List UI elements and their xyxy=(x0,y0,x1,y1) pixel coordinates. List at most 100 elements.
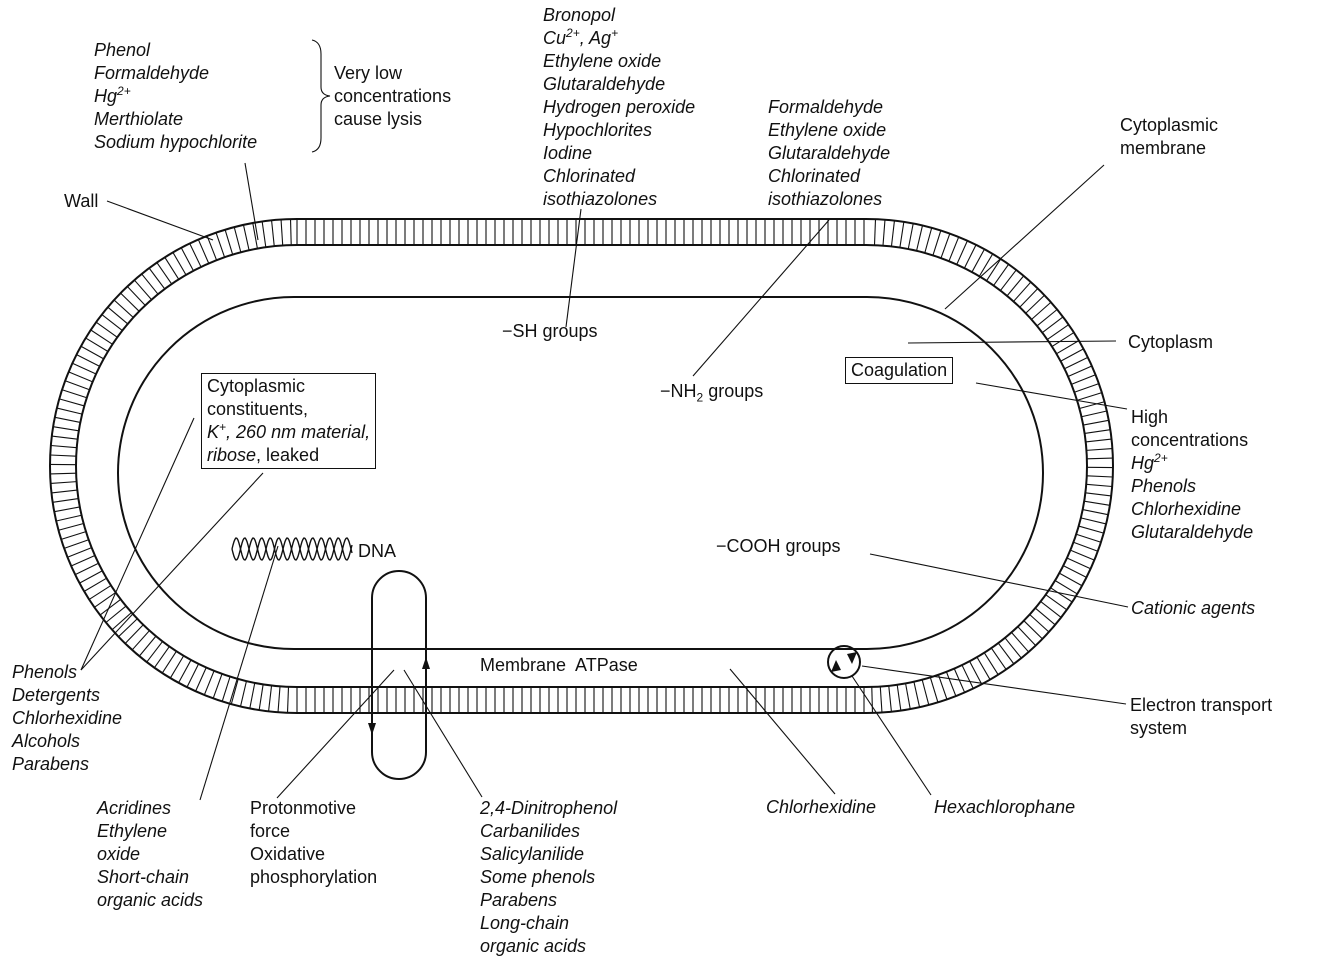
wall-hatch-tick xyxy=(1061,349,1084,361)
agent-item: Alcohols xyxy=(12,730,122,753)
wall-hatch-tick xyxy=(925,228,932,253)
wall-hatch-tick xyxy=(51,446,77,448)
agent-item: Iodine xyxy=(543,142,695,165)
wall-hatch-tick xyxy=(970,661,982,684)
potassium-symbol: K xyxy=(207,422,219,442)
wall-hatch-tick xyxy=(1086,484,1112,486)
wall-hatch-tick xyxy=(1086,439,1112,442)
acridines-agent-list: Acridines Ethylene oxide Short-chain org… xyxy=(97,797,203,912)
wall-hatch-tick xyxy=(80,571,103,583)
agent-mercury: Hg2+ xyxy=(1131,452,1253,475)
agent-item: isothiazolones xyxy=(768,188,890,211)
wall-hatch-tick xyxy=(906,683,911,709)
wall-hatch-tick xyxy=(962,665,973,688)
agent-bronopol: Bronopol xyxy=(543,4,695,27)
agent-item: Detergents xyxy=(12,684,122,707)
nh2-groups-label: −NH2 groups xyxy=(660,380,763,410)
wall-label: Wall xyxy=(64,190,98,213)
wall-hatch-tick xyxy=(874,219,875,245)
wall-hatch-tick xyxy=(262,221,266,247)
groups-text: groups xyxy=(703,381,763,401)
wall-hatch-tick xyxy=(253,223,258,249)
wall-hatch-tick xyxy=(225,230,233,255)
wall-hatch-tick xyxy=(84,578,106,591)
wall-hatch-tick xyxy=(56,515,81,521)
wall-hatch-tick xyxy=(964,245,976,268)
wall-hatch-tick xyxy=(1087,476,1113,477)
wall-hatch-tick xyxy=(196,668,207,692)
wall-hatch-tick xyxy=(222,677,230,702)
wall-hatch-tick xyxy=(75,563,98,574)
label-line: K+, 260 nm material, xyxy=(207,421,370,444)
label-line: Cytoplasmic xyxy=(1120,114,1218,137)
wall-hatch-tick xyxy=(1070,550,1094,560)
hexachlorophane-label: Hexachlorophane xyxy=(934,796,1075,819)
electron-transport-circle xyxy=(828,646,860,678)
material-text: , 260 nm material, xyxy=(226,422,370,442)
wall-hatch-tick xyxy=(53,427,79,431)
arrow-down-icon xyxy=(368,723,376,735)
label-line: concentrations xyxy=(1131,429,1253,452)
wall-hatch-tick xyxy=(165,257,179,279)
agent-item: Formaldehyde xyxy=(768,96,890,119)
wall-hatch-tick xyxy=(54,507,80,512)
wall-hatch-tick xyxy=(241,681,247,706)
wall-hatch-tick xyxy=(231,679,238,704)
agent-sodium-hypochlorite: Sodium hypochlorite xyxy=(94,131,257,154)
wall-hatch-tick xyxy=(1063,566,1086,578)
cytoplasm-label: Cytoplasm xyxy=(1128,331,1213,354)
agent-item: Chlorinated xyxy=(543,165,695,188)
label-line: force xyxy=(250,820,377,843)
agent-copper-silver: Cu2+, Ag+ xyxy=(543,27,695,50)
wall-hatch-tick xyxy=(72,363,96,374)
wall-hatch-tick xyxy=(243,225,249,250)
label-line: system xyxy=(1130,717,1272,740)
wall-hatch-tick xyxy=(71,555,95,566)
arrow-up-icon xyxy=(422,657,430,669)
wall-hatch-tick xyxy=(288,687,289,713)
lysis-effect-line: concentrations xyxy=(334,85,451,108)
agent-item: organic acids xyxy=(97,889,203,912)
dna-label: DNA xyxy=(358,540,396,563)
wall-hatch-tick xyxy=(50,455,76,456)
agent-phenol: Phenol xyxy=(94,39,257,62)
wall-hatch-tick xyxy=(173,252,186,274)
wall-hatch-tick xyxy=(281,220,283,246)
wall-hatch-tick xyxy=(81,346,104,359)
wall-hatch-tick xyxy=(1068,366,1092,377)
label-line: High xyxy=(1131,406,1253,429)
wall-hatch-tick xyxy=(946,672,955,696)
agent-item: isothiazolones xyxy=(543,188,695,211)
lysis-agent-list: Phenol Formaldehyde Hg2+ Merthiolate Sod… xyxy=(94,39,257,154)
wall-hatch-tick xyxy=(259,684,263,710)
wall-hatch-tick xyxy=(170,656,183,678)
agent-formaldehyde: Formaldehyde xyxy=(94,62,257,85)
wall-hatch-tick xyxy=(57,408,82,414)
agent-item: Glutaraldehyde xyxy=(1131,521,1253,544)
wall-hatch-tick xyxy=(272,220,275,246)
electron-transport-label: Electron transport system xyxy=(1130,694,1272,740)
lysis-effect-line: cause lysis xyxy=(334,108,451,131)
label-line: Cytoplasmic xyxy=(207,375,370,398)
potassium-charge: + xyxy=(219,420,226,434)
lysis-effect-label: Very low concentrations cause lysis xyxy=(334,62,451,131)
wall-hatch-tick xyxy=(53,499,79,503)
wall-hatch-tick xyxy=(930,677,938,702)
label-line: Electron transport xyxy=(1130,694,1272,717)
wall-hatch-tick xyxy=(67,548,91,558)
agent-item: oxide xyxy=(97,843,203,866)
wall-hatch-tick xyxy=(213,674,222,698)
agent-merthiolate: Merthiolate xyxy=(94,108,257,131)
wall-hatch-tick xyxy=(941,234,950,258)
wall-hatch-tick xyxy=(291,219,292,245)
sh-agent-list: Bronopol Cu2+, Ag+ Ethylene oxide Glutar… xyxy=(543,4,695,211)
wall-hatch-tick xyxy=(1055,580,1077,593)
wall-hatch-tick xyxy=(1059,573,1082,586)
wall-hatch-tick xyxy=(880,687,882,713)
wall-hatch-tick xyxy=(891,221,894,247)
wall-hatch-tick xyxy=(77,355,100,367)
agent-item: Salicylanilide xyxy=(480,843,617,866)
wall-hatch-tick xyxy=(957,241,968,265)
wall-hatch-tick xyxy=(62,390,87,398)
